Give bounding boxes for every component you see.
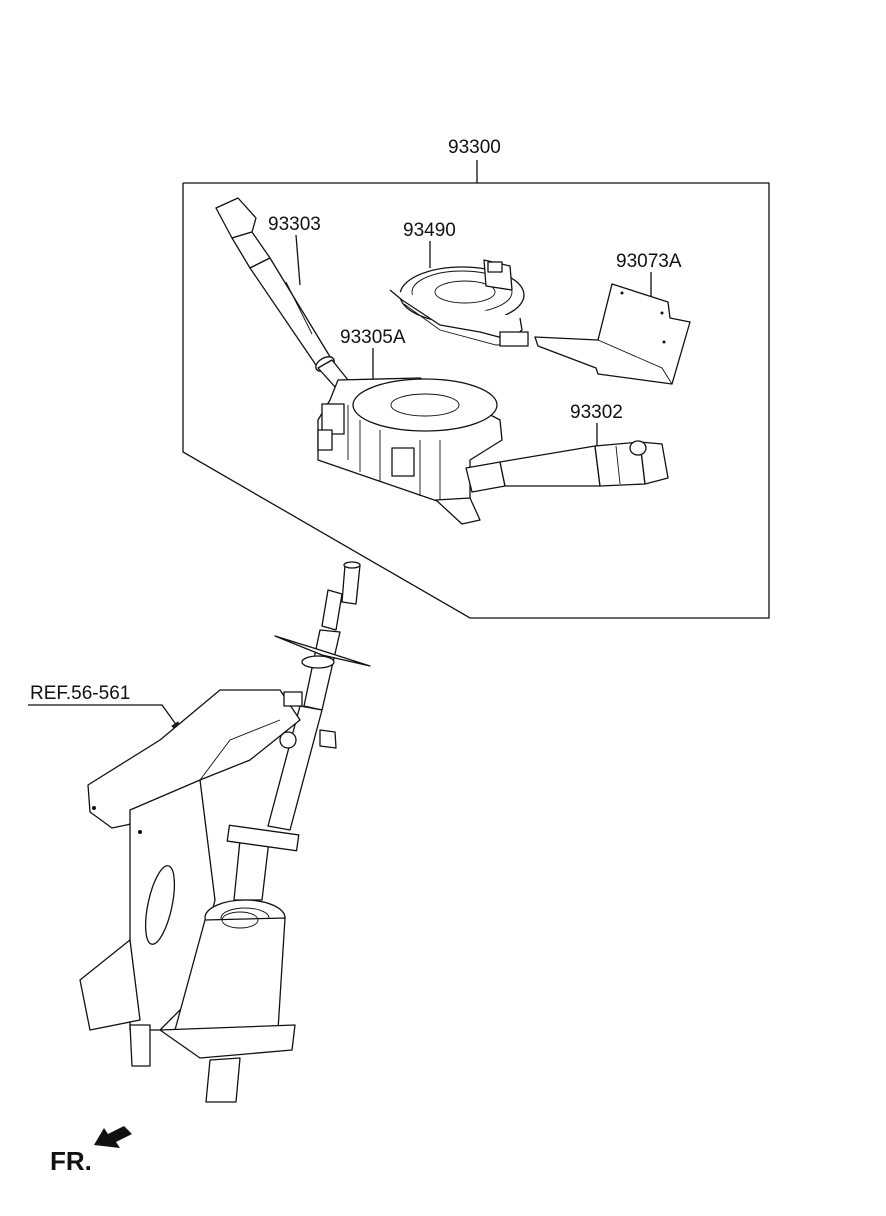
label-front: FR. [50,1146,92,1176]
label-lever-right: 93302 [570,402,623,423]
label-assembly: 93300 [448,137,501,158]
part-labels: 93300 93303 93490 93073A 93305A 93302 RE… [30,137,682,1176]
arrow-down-left-icon [94,1126,132,1148]
steering-column-shaft [226,561,371,901]
mounting-bracket [79,689,303,1067]
multifunction-lever-right [465,440,669,493]
multifunction-lever-left [215,197,349,389]
label-switch-body: 93305A [340,327,406,348]
assembly-boundary [182,160,770,619]
switch-body [317,377,503,525]
cover-plate [534,283,691,385]
label-lever-left: 93303 [268,214,321,235]
label-cover: 93073A [616,251,682,272]
label-reference: REF.56-561 [30,683,130,704]
clock-spring [389,259,529,347]
lower-column-boot [159,899,296,1103]
label-clock-spring: 93490 [403,220,456,241]
